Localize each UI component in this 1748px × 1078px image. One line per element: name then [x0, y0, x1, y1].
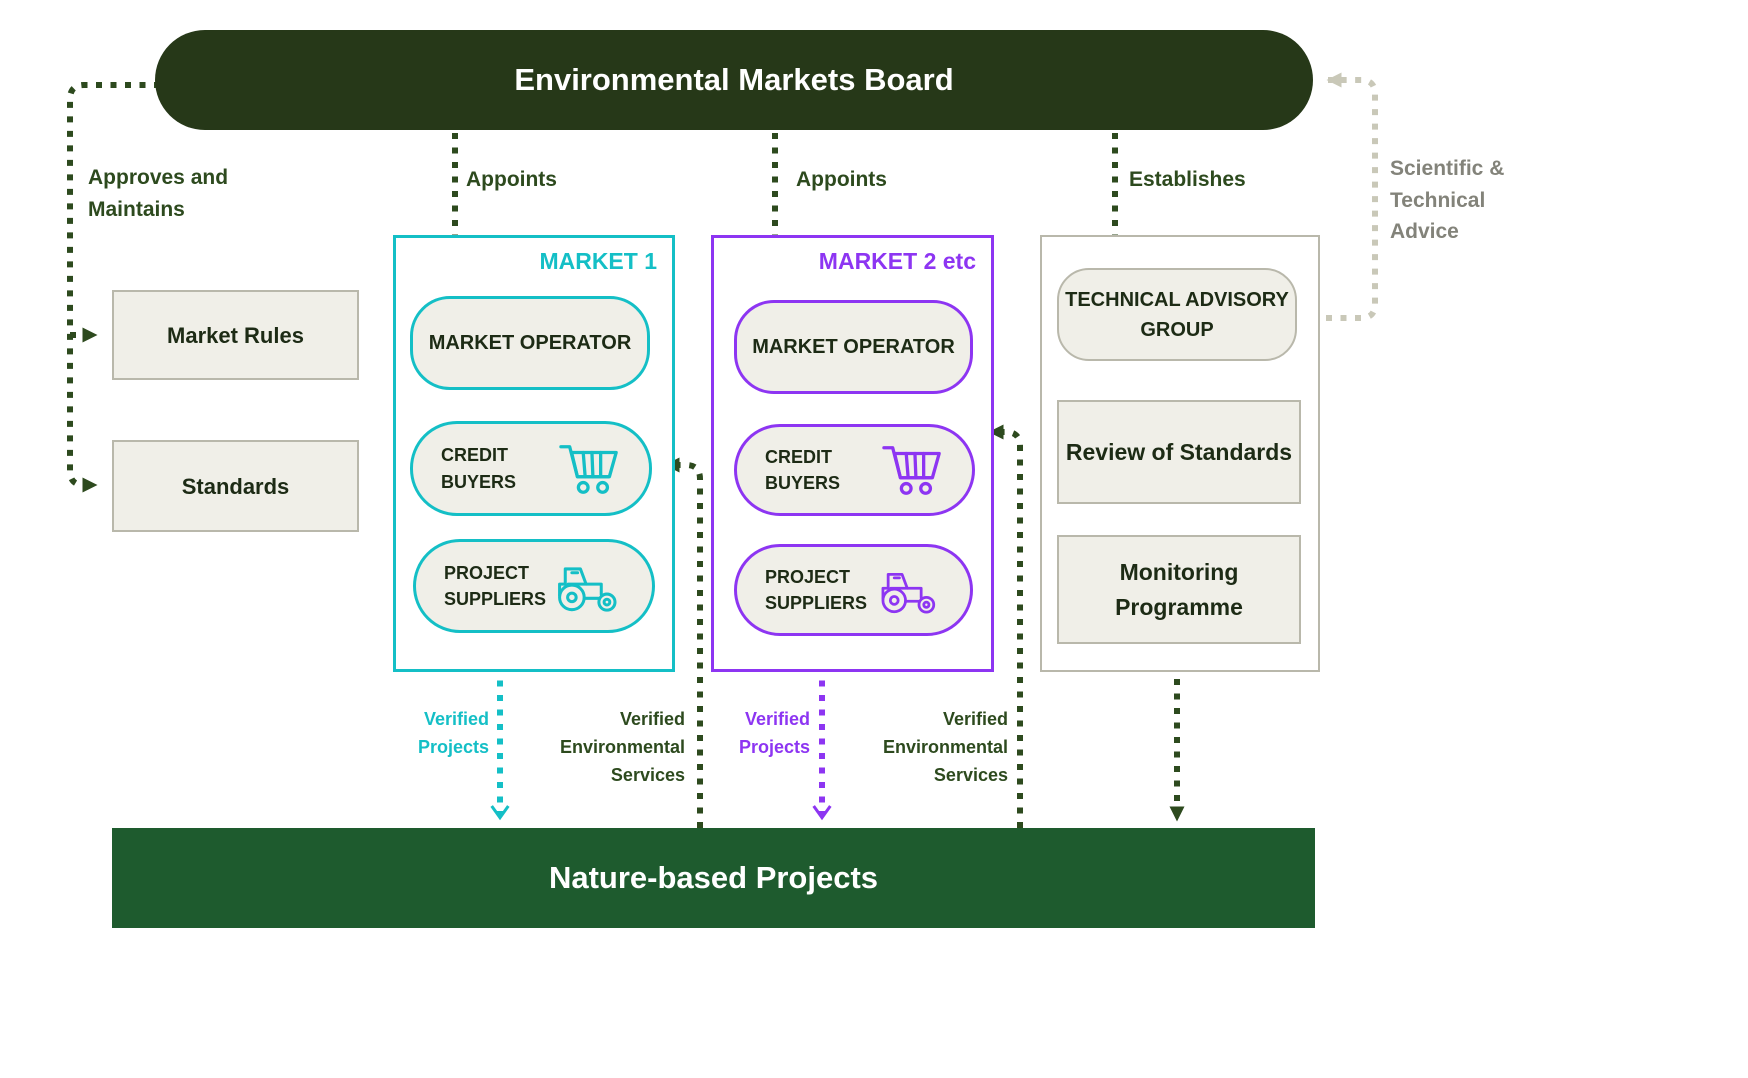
verified-projects-label-market1: Verified Projects: [417, 709, 489, 757]
establishes-label: Establishes: [1129, 168, 1246, 191]
technical-advisory-group-box: TECHNICAL ADVISORY GROUP: [1057, 268, 1297, 361]
market2-title: MARKET 2 etc: [818, 248, 976, 274]
market2-operator: MARKET OPERATOR: [734, 300, 973, 394]
arrow-approves-standards: [67, 82, 160, 493]
market1-operator: MARKET OPERATOR: [410, 296, 650, 390]
market1-title: MARKET 1: [539, 248, 657, 274]
market1-project-suppliers: PROJECT SUPPLIERS: [413, 539, 655, 633]
market2-project-suppliers-label: PROJECT SUPPLIERS: [765, 566, 868, 613]
monitoring-programme-box: Monitoring Programme: [1057, 535, 1301, 644]
market1-credit-buyers: CREDIT BUYERS: [410, 421, 652, 516]
verified-services-label-market1: Verified Environmental Services: [559, 709, 685, 785]
nature-based-projects-banner: Nature-based Projects: [112, 828, 1315, 928]
market1-project-suppliers-label: PROJECT SUPPLIERS: [444, 562, 547, 609]
appoints-label-market1: Appoints: [466, 168, 557, 191]
shopping-cart-icon: [559, 442, 621, 496]
market-rules-box: Market Rules: [112, 290, 359, 380]
shopping-cart-icon: [882, 443, 944, 497]
standards-box: Standards: [112, 440, 359, 532]
market2-credit-buyers: CREDIT BUYERS: [734, 424, 975, 516]
verified-projects-label-market2: Verified Projects: [738, 709, 810, 757]
market1-credit-buyers-label: CREDIT BUYERS: [441, 445, 517, 492]
market2-project-suppliers: PROJECT SUPPLIERS: [734, 544, 973, 636]
appoints-label-market2: Appoints: [796, 168, 887, 191]
scientific-advice-label: Scientific & Technical Advice: [1390, 157, 1505, 243]
verified-services-label-market2: Verified Environmental Services: [882, 709, 1008, 785]
review-of-standards-box: Review of Standards: [1057, 400, 1301, 504]
tractor-icon: [876, 564, 942, 616]
environmental-markets-board-banner: Environmental Markets Board: [155, 30, 1313, 130]
approves-maintains-label: Approves and Maintains: [88, 166, 229, 221]
market2-credit-buyers-label: CREDIT BUYERS: [765, 446, 841, 493]
tractor-icon: [552, 558, 624, 614]
